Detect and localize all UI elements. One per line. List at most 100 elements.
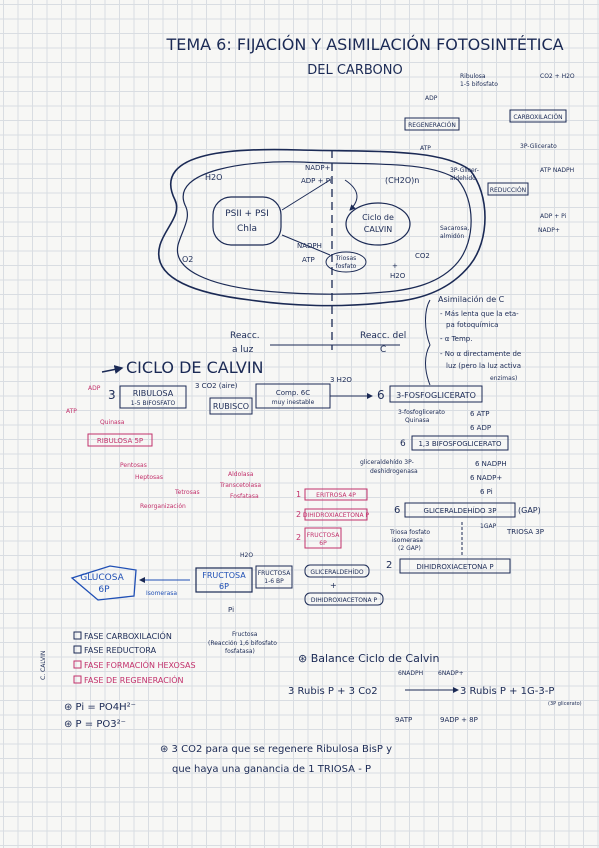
p-formula: ⊛ P = PO3²⁻ xyxy=(64,719,126,730)
fase-4-checkbox[interactable] xyxy=(73,675,82,684)
ribulosa-coef: 3 xyxy=(108,388,116,402)
gliceraldehido-deshidro-2: deshidrogenasa xyxy=(370,468,418,475)
chloroplast-outer-outline xyxy=(157,148,486,307)
gliceraldehido-deshidro-1: gliceraldehído 3P- xyxy=(360,459,414,466)
chla-label: Chla xyxy=(237,224,257,234)
reorganizacion-label: Reorganización xyxy=(140,503,186,510)
gap-abbrev: (GAP) xyxy=(518,506,541,515)
balance-6nadp: 6NADP+ xyxy=(438,670,464,677)
plus-bottom: + xyxy=(330,581,337,590)
fase-3-checkbox[interactable] xyxy=(73,660,82,669)
triosas-label: Triosas xyxy=(335,255,357,262)
balance-9adp: 9ADP + 8P xyxy=(440,716,478,724)
asimilacion-line4: - No α directamente de xyxy=(440,350,521,358)
fase-1-checkbox[interactable] xyxy=(73,631,82,640)
eritrosa-coef: 1 xyxy=(296,490,301,499)
comp6c-line2: muy inestable xyxy=(272,399,315,406)
adp-pi-mini-label: ADP + Pi xyxy=(540,213,567,220)
h2o-bottom-label: H2O xyxy=(240,552,253,559)
balance-3p-glicerato: (3P glicerato) xyxy=(548,701,582,707)
balance-equation-right: 3 Rubis P + 1G-3-P xyxy=(460,686,554,697)
chloroplast-inner-outline xyxy=(176,161,472,295)
ribulosa5p-box xyxy=(87,433,153,447)
asimilacion-line3: - α Temp. xyxy=(440,335,472,343)
bisfosfoglicerato-label: 1,3 BIFOSFOGLICERATO xyxy=(418,440,502,448)
fosfoglicerato-coef: 6 xyxy=(377,388,385,402)
3fosfoglicerato-quinasa-2: Quinasa xyxy=(405,417,430,424)
ribulosa-box-line2: 1-5 BIFOSFATO xyxy=(131,400,176,407)
asimilacion-line5: luz (pero la luz activa xyxy=(446,362,521,370)
dhap-pink-label: DIHIDROXIACETONA P xyxy=(303,512,370,519)
calvin-label: CALVIN xyxy=(364,225,392,234)
reacc-luz-line1: Reacc. xyxy=(230,331,260,341)
tetrosas-label: Tetrosas xyxy=(174,489,200,496)
eritrosa-box xyxy=(304,488,368,501)
heptosas-label: Heptosas xyxy=(135,474,163,481)
ribulosa-mini-label: Ribulosa xyxy=(460,73,486,80)
ribulosa-box-line1: RIBULOSA xyxy=(133,389,174,398)
pentosas-label: Pentosas xyxy=(120,462,147,469)
reduccion-label: REDUCCIÓN xyxy=(490,187,526,194)
glucosa-label: GLUCOSA xyxy=(80,573,124,583)
dihidroxiacetona-oval xyxy=(304,592,384,606)
fructosa-pink-label-2: 6P xyxy=(319,540,327,547)
dhap-coef: 2 xyxy=(386,560,392,571)
6pi-label: 6 Pi xyxy=(480,488,493,496)
fructosa-16bf-label: Fructosa xyxy=(232,631,258,638)
atp-nadph-mini-label: ATP NADPH xyxy=(540,167,574,174)
arrow-calvin-return xyxy=(344,179,358,211)
almidon-label: almidón xyxy=(440,233,464,240)
h2o-label: H2O xyxy=(205,173,222,182)
comp6c-line1: Comp. 6C xyxy=(276,389,310,397)
transcetolasa-label: Transcetolasa xyxy=(219,482,261,489)
fructosa6p-box xyxy=(195,567,253,593)
title-line-1: TEMA 6: FIJACIÓN Y ASIMILACIÓN FOTOSINTÉ… xyxy=(165,35,563,54)
h2o-calvin-label: 3 H2O xyxy=(330,376,352,384)
dhap-box xyxy=(399,558,511,574)
adp-mini-label: ADP xyxy=(425,95,438,102)
footnote-line2: que haya una ganancia de 1 TRIOSA - P xyxy=(172,764,371,775)
3fosfoglicerato-quinasa-1: 3-fosfoglicerato xyxy=(398,409,445,416)
fosfoglicerato-label: 3-FOSFOGLICERATO xyxy=(396,391,476,400)
brace xyxy=(425,299,431,386)
glucosa-star xyxy=(70,565,137,601)
co2-h2o-mini-label: CO2 + H2O xyxy=(540,73,575,80)
bifosfato-mini-label: 1-5 bifosfato xyxy=(460,81,498,88)
3p-gliceraldehido-mini-label: 3P-Glicer- xyxy=(450,167,479,174)
fase-4: FASE DE REGENERACIÓN xyxy=(84,674,183,685)
regeneracion-box xyxy=(404,117,460,131)
carboxilacion-label: CARBOXILACIÓN xyxy=(513,114,562,121)
aldolasa-label: Aldolasa xyxy=(228,471,254,478)
fase-2-checkbox[interactable] xyxy=(73,645,82,654)
c-calvin-vertical: C. CALVIN xyxy=(40,651,47,680)
co2-aire-label: 3 CO2 (aire) xyxy=(195,382,238,390)
asimilacion-line2: pa fotoquímica xyxy=(446,321,498,329)
fructosa16bp-line1: FRUCTOSA xyxy=(258,570,292,577)
fructosa6p-line2: 6P xyxy=(219,582,229,591)
atp-label: ATP xyxy=(302,256,315,264)
rubisco-label: RUBISCO xyxy=(213,402,249,411)
reacc-c-line2: C xyxy=(380,345,386,355)
gliceraldehido-label: GLICERALDEHÍDO xyxy=(310,569,363,576)
atp-pink-label: ATP xyxy=(66,408,77,415)
adp-pink-label: ADP xyxy=(88,385,101,392)
6nadph-label: 6 NADPH xyxy=(475,460,507,468)
balance-6nadph: 6NADPH xyxy=(398,670,423,677)
fructosa16bp-line2: 1-6 BP xyxy=(264,578,284,585)
6atp-label: 6 ATP xyxy=(470,410,489,418)
atp-mini-label: ATP xyxy=(420,145,431,152)
asimilacion-heading: Asimilación de C xyxy=(438,294,505,304)
eritrosa-label: ERITROSA 4P xyxy=(316,492,356,499)
glucosa-6p-label: 6P xyxy=(98,585,110,595)
dhap-label: DIHIDROXIACETONA P xyxy=(416,563,493,571)
isomerasa-label: Isomerasa xyxy=(146,590,177,597)
gap-label: GLICERALDEHÍDO 3P xyxy=(424,506,497,515)
sacarosa-label: Sacarosa, xyxy=(440,225,469,232)
aldehido-mini-label: aldehido xyxy=(450,175,476,182)
triosas-oval xyxy=(325,251,367,273)
fosfoglicerato-box xyxy=(389,385,483,403)
plus-label: + xyxy=(392,262,398,270)
dhap-pink-coef: 2 xyxy=(296,510,301,519)
balance-heading: ⊛ Balance Ciclo de Calvin xyxy=(298,652,439,665)
